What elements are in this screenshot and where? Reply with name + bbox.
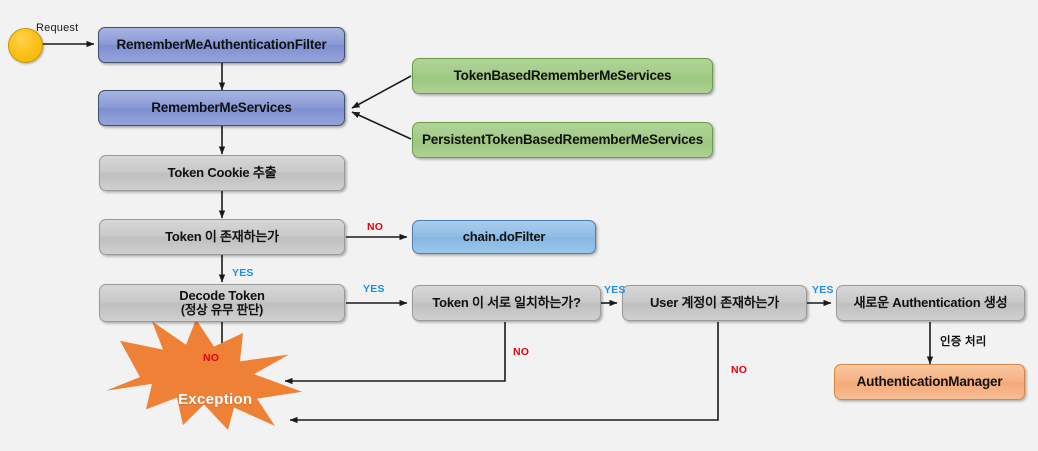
node-authenticationmanager[interactable]: AuthenticationManager <box>834 364 1025 400</box>
node-label: 새로운 Authentication 생성 <box>853 295 1008 311</box>
node-label-line1: Decode Token <box>179 287 265 303</box>
edge-label-decode-no: NO <box>203 352 220 364</box>
node-persistenttokenbasedremembermeservices[interactable]: PersistentTokenBasedRememberMeServices <box>412 122 713 158</box>
edge-label-token-exists-no: NO <box>367 221 384 233</box>
node-label: AuthenticationManager <box>856 374 1003 390</box>
edge-label-token-match-no: NO <box>513 346 530 358</box>
node-remembermeservices[interactable]: RememberMeServices <box>98 90 345 126</box>
node-label: Token 이 존재하는가 <box>165 229 279 245</box>
node-label: Token Cookie 추출 <box>167 165 277 181</box>
node-label: User 계정이 존재하는가 <box>649 295 779 311</box>
start-node <box>8 28 43 63</box>
node-tokenbasedremembermeservices[interactable]: TokenBasedRememberMeServices <box>412 58 713 94</box>
node-remembermeauthenticationfilter[interactable]: RememberMeAuthenticationFilter <box>98 27 345 63</box>
edge-label-token-match-yes: YES <box>604 284 626 296</box>
node-label: chain.doFilter <box>462 229 546 245</box>
node-chain-dofilter[interactable]: chain.doFilter <box>412 220 596 254</box>
edge-label-user-exists-no: NO <box>731 364 748 376</box>
node-new-authentication[interactable]: 새로운 Authentication 생성 <box>836 285 1025 321</box>
node-decode-token[interactable]: Decode Token (정상 유무 판단) <box>99 284 345 322</box>
node-token-exists[interactable]: Token 이 존재하는가 <box>99 219 345 255</box>
node-label: RememberMeAuthenticationFilter <box>116 37 327 53</box>
node-exception-label: Exception <box>178 391 253 408</box>
node-label: RememberMeServices <box>151 100 292 116</box>
node-user-exists[interactable]: User 계정이 존재하는가 <box>622 285 807 321</box>
node-label-line2: (정상 유무 판단) <box>180 303 264 318</box>
edge-label-token-exists-yes: YES <box>232 267 254 279</box>
edge-label-auth-process: 인증 처리 <box>940 336 987 348</box>
node-extract-token-cookie[interactable]: Token Cookie 추출 <box>99 155 345 191</box>
node-token-match[interactable]: Token 이 서로 일치하는가? <box>412 285 601 321</box>
edge-label-user-exists-yes: YES <box>812 284 834 296</box>
node-label: Token 이 서로 일치하는가? <box>432 295 581 311</box>
exception-burst-shape <box>106 319 302 430</box>
node-label: PersistentTokenBasedRememberMeServices <box>421 132 704 148</box>
edge-label-decode-yes: YES <box>363 283 385 295</box>
node-label: TokenBasedRememberMeServices <box>453 68 672 84</box>
edge-label-request: Request <box>36 22 79 34</box>
